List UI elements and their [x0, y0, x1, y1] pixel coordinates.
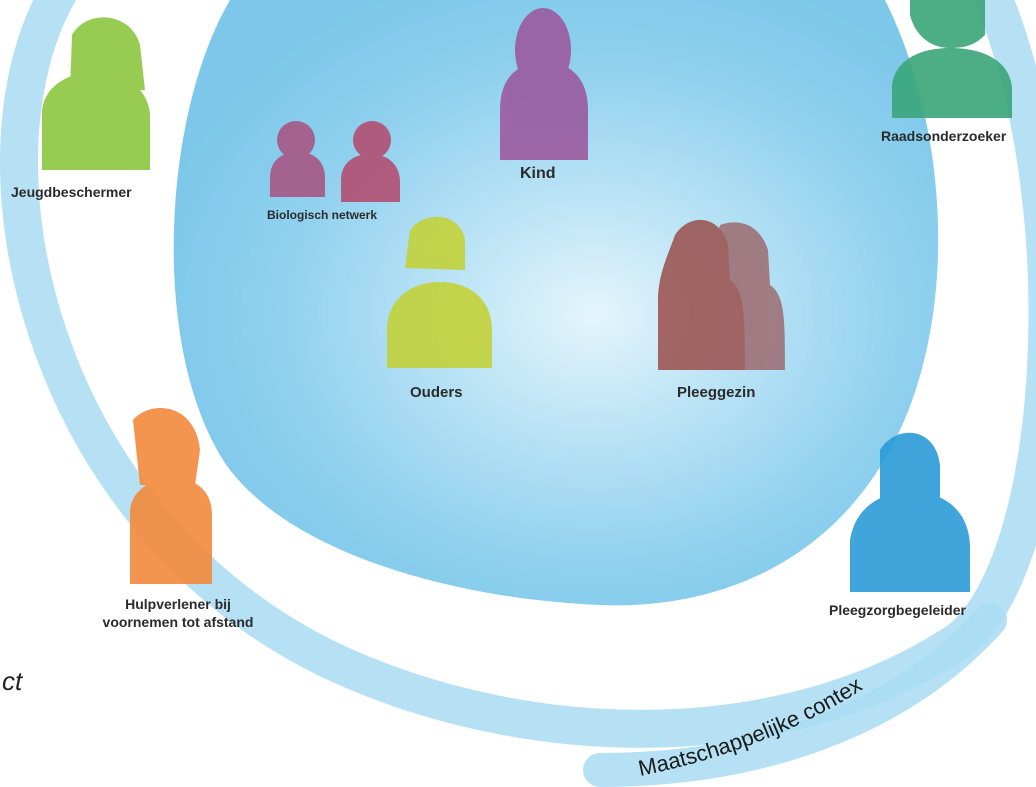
ouders-label: Ouders: [410, 384, 463, 401]
jeugdbeschermer-label: Jeugdbeschermer: [11, 184, 132, 200]
pleeggezin-label: Pleeggezin: [677, 384, 756, 401]
hulpverlener-label-line2: voornemen tot afstand: [102, 613, 254, 630]
biologisch-netwerk-label: Biologisch netwerk: [267, 208, 378, 222]
hulpverlener-label: Hulpverlener bij voornemen tot afstand: [78, 596, 278, 631]
kind-figure-icon: [500, 8, 588, 160]
raadsonderzoeker-label: Raadsonderzoeker: [881, 128, 1007, 144]
hulpverlener-figure-icon: [130, 408, 212, 584]
pleegzorgbegeleider-label: Pleegzorgbegeleider: [829, 602, 966, 618]
jeugdbeschermer-figure-icon: [42, 17, 150, 170]
ouders-figure-icon: [387, 216, 492, 368]
pleegzorgbegeleider-figure-icon: [850, 432, 970, 592]
partial-text: ct: [2, 666, 23, 696]
biologisch-netwerk-figure-icon: [270, 121, 400, 202]
kind-label: Kind: [520, 165, 556, 182]
raadsonderzoeker-figure-icon: [892, 0, 1012, 118]
hulpverlener-label-line1: Hulpverlener bij: [125, 596, 231, 612]
pleeggezin-figure-icon: [658, 219, 785, 370]
